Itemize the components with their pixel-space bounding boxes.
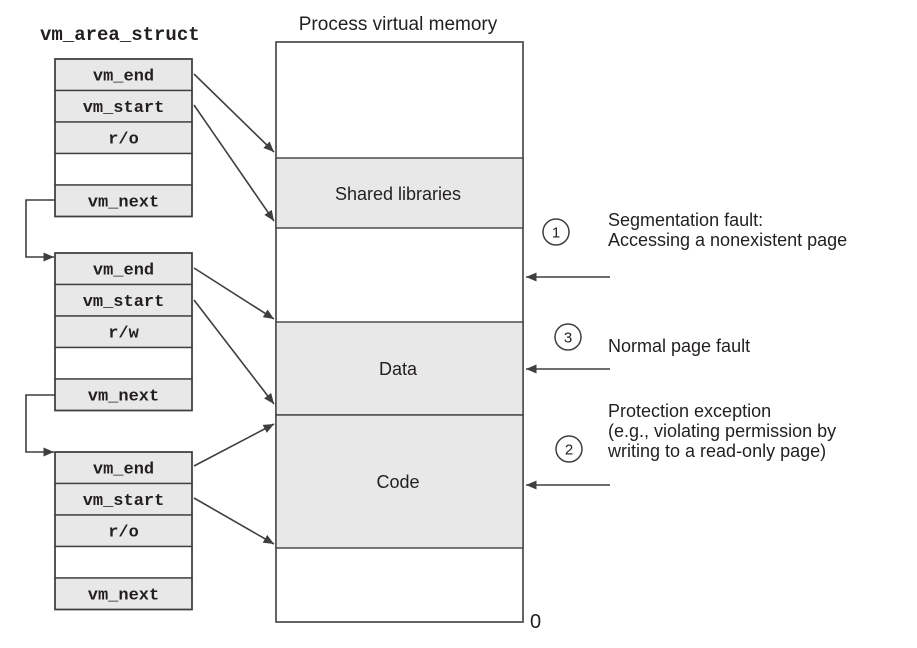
struct-field-label: vm_end (93, 262, 154, 281)
fault-number-circle-1 (542, 218, 570, 246)
struct-outline (54, 252, 193, 412)
pointer-arrows (25, 73, 275, 545)
fault-text-line: (e.g., violating permission by (608, 421, 836, 441)
struct-cell-permission (54, 514, 193, 548)
vm-start-arrow-3 (193, 497, 275, 545)
struct-field-label: r/w (108, 325, 139, 344)
vm-area-struct-node-2: vm_end vm_start r/w vm_next (54, 252, 193, 412)
struct-cell-vm-start (54, 482, 193, 516)
vm-area-struct-node-1: vm_end vm_start r/o vm_next (54, 58, 193, 218)
vm-end-arrow-2 (193, 267, 275, 320)
struct-field-label: vm_start (83, 492, 165, 511)
vm-end-arrow-3 (193, 423, 275, 467)
vm-area-struct-title: vm_area_struct (40, 24, 200, 46)
fault-number-circle-2 (555, 435, 583, 463)
struct-cell-permission (54, 315, 193, 349)
struct-field-label: r/o (108, 524, 139, 543)
code-region (275, 414, 524, 549)
vm-start-arrow-1 (193, 104, 275, 222)
struct-field-label: vm_start (83, 99, 165, 118)
struct-outline (54, 58, 193, 218)
struct-field-label: vm_next (88, 194, 159, 213)
struct-cell-blank (54, 346, 193, 380)
struct-field-label: vm_end (93, 461, 154, 480)
struct-field-label: r/o (108, 131, 139, 150)
fault-number-3: 3 (564, 330, 572, 347)
shared-libraries-label: Shared libraries (335, 184, 461, 204)
fault-number-1: 1 (552, 225, 560, 242)
fault-text-line: Protection exception (608, 401, 771, 421)
fault-annotations: 1 Segmentation fault: Accessing a nonexi… (526, 210, 847, 490)
data-region (275, 321, 524, 416)
struct-cell-vm-end (54, 252, 193, 286)
struct-field-label: vm_end (93, 68, 154, 87)
vm-start-arrow-2 (193, 299, 275, 405)
vm-next-link-1 (25, 199, 55, 262)
fault-number-2: 2 (565, 442, 573, 459)
fault-text-line: Accessing a nonexistent page (608, 230, 847, 250)
process-virtual-memory-title: Process virtual memory (299, 14, 498, 35)
struct-field-label: vm_next (88, 388, 159, 407)
fault-text-line: writing to a read-only page) (607, 441, 826, 461)
struct-field-label: vm_start (83, 293, 165, 312)
fault-text-line: Segmentation fault: (608, 210, 763, 230)
code-label: Code (376, 472, 419, 492)
memory-column: Shared libraries Data Code 0 (275, 41, 541, 633)
vm-next-link-2 (25, 394, 55, 457)
struct-cell-blank (54, 545, 193, 579)
vm-area-struct-node-3: vm_end vm_start r/o vm_next (54, 451, 193, 611)
address-zero-label: 0 (530, 611, 541, 633)
shared-libraries-region (275, 157, 524, 229)
data-label: Data (379, 359, 418, 379)
fault-text-line: Normal page fault (608, 336, 750, 356)
struct-field-label: vm_next (88, 587, 159, 606)
struct-outline (54, 451, 193, 611)
struct-cell-blank (54, 152, 193, 186)
vm-end-arrow-1 (193, 73, 275, 153)
fault-number-circle-3 (554, 323, 582, 351)
